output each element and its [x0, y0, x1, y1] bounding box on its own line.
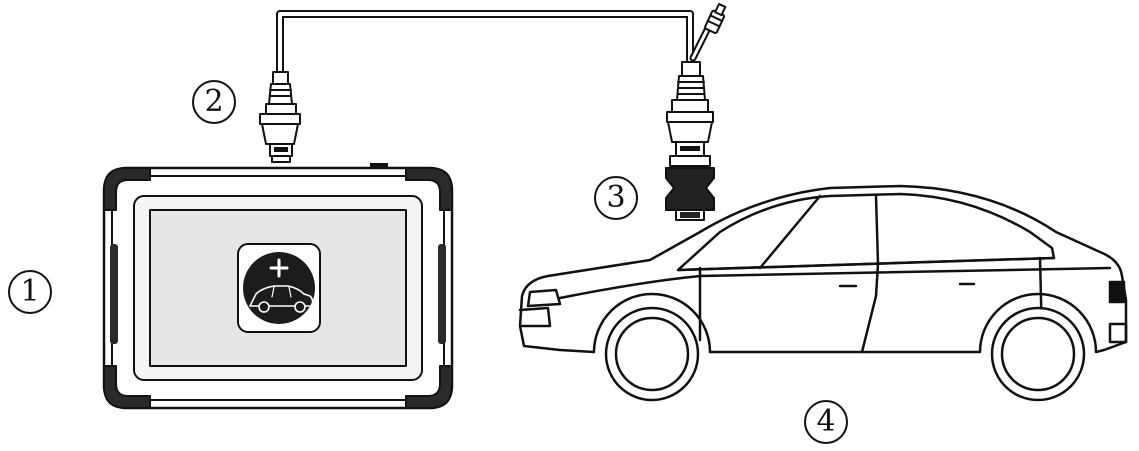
rubber-bumper-bottom-left	[103, 365, 151, 409]
db15-connector-icon	[259, 71, 301, 163]
callout-tablet: 1	[8, 270, 52, 314]
power-plug-icon	[704, 2, 727, 34]
obd-cable-connector-icon	[666, 61, 714, 167]
obd2-connector-icon	[665, 167, 715, 221]
tablet-device-icon	[102, 163, 454, 410]
rubber-bumper-top-right	[405, 167, 453, 211]
rubber-bumper-top-left	[103, 167, 151, 211]
callout-obd-adapter: 3	[594, 176, 638, 220]
rubber-bumper-bottom-right	[405, 365, 453, 409]
app-plus-icon	[237, 243, 321, 333]
car-icon	[518, 184, 1128, 402]
callout-main-cable: 2	[192, 80, 236, 124]
callout-vehicle: 4	[804, 400, 848, 444]
main-cable	[276, 10, 712, 78]
